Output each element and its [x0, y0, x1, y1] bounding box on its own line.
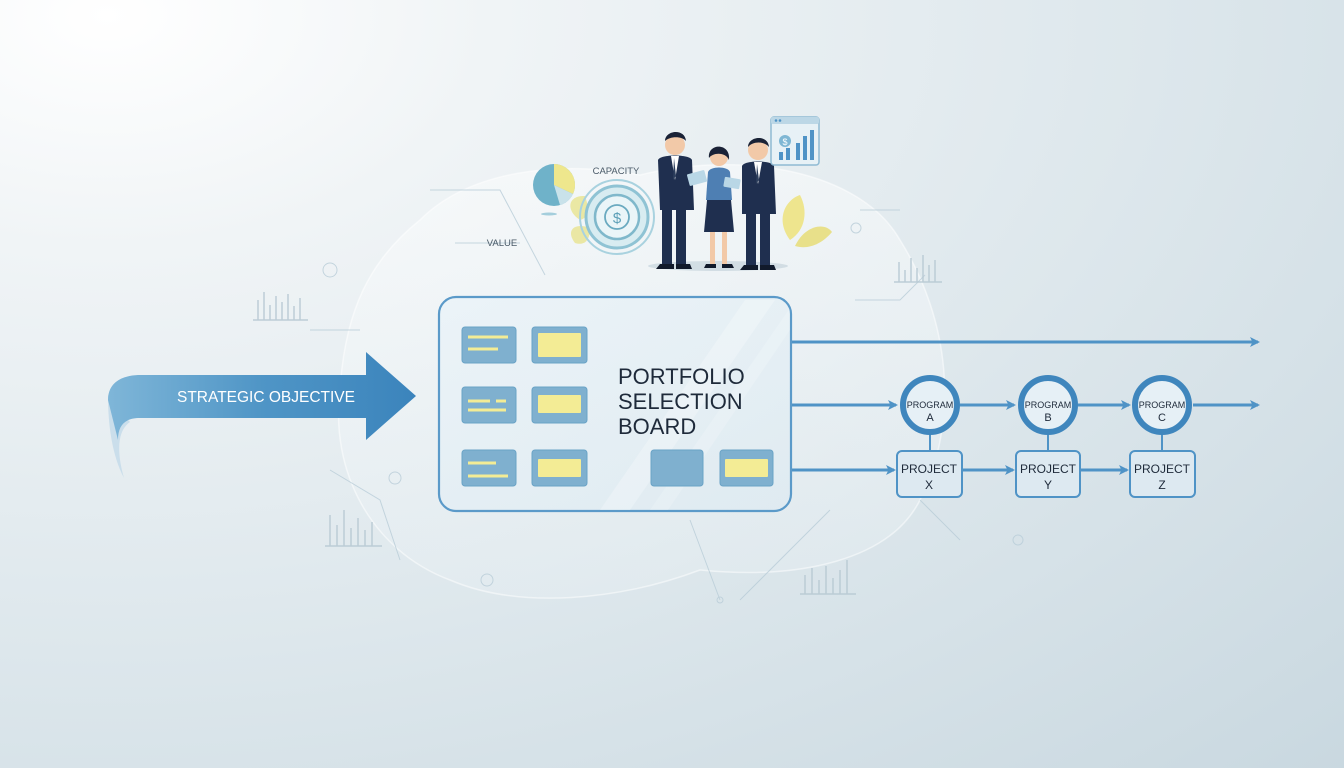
project-z-node: PROJECT Z	[1129, 450, 1196, 498]
background-network	[310, 189, 1024, 604]
program-c-letter: C	[1158, 412, 1166, 424]
pie-chart-icon	[533, 163, 576, 216]
strategic-objective-arrow: STRATEGIC OBJECTIVE	[108, 352, 416, 478]
project-x-letter: X	[925, 478, 933, 492]
board-title-line-2: SELECTION	[618, 389, 743, 414]
program-b-node: PROGRAM B	[1018, 375, 1078, 435]
project-z-letter: Z	[1158, 478, 1165, 492]
business-team-illustration	[648, 131, 788, 271]
board-card-6	[531, 449, 588, 487]
board-card-4	[531, 386, 588, 424]
project-y-letter: Y	[1044, 478, 1052, 492]
project-y-node: PROJECT Y	[1015, 450, 1081, 498]
businesswoman	[704, 146, 741, 268]
board-card-2	[531, 326, 588, 364]
portfolio-selection-board: PORTFOLIO SELECTION BOARD	[437, 295, 793, 513]
background-bar-chart-left	[253, 292, 308, 321]
dashboard-chart-icon: $	[770, 116, 820, 166]
background-bar-chart-bottom	[800, 560, 856, 595]
program-a-label: PROGRAM	[907, 400, 954, 410]
dollar-coin-icon: $	[570, 179, 655, 255]
businessman-left	[656, 131, 708, 269]
flow-arrows	[792, 337, 1260, 475]
board-card-7	[650, 449, 704, 487]
project-y-label: PROJECT	[1020, 462, 1077, 476]
svg-text:$: $	[782, 137, 787, 147]
businessman-right	[740, 137, 776, 270]
svg-text:$: $	[613, 210, 622, 227]
project-x-label: PROJECT	[901, 462, 958, 476]
background-bar-chart-bottom-left	[325, 510, 382, 547]
program-project-connectors	[929, 434, 1163, 451]
board-card-3	[461, 386, 517, 424]
board-title-line-1: PORTFOLIO	[618, 364, 745, 389]
program-a-letter: A	[926, 412, 934, 424]
strategic-objective-label: STRATEGIC OBJECTIVE	[177, 389, 355, 406]
value-label: VALUE	[487, 238, 517, 249]
board-card-8	[719, 449, 774, 487]
background-bar-chart-right	[894, 255, 942, 283]
board-card-1	[461, 326, 517, 364]
program-b-label: PROGRAM	[1025, 400, 1072, 410]
leaf-decoration-icon	[782, 195, 832, 248]
program-c-label: PROGRAM	[1139, 400, 1186, 410]
capacity-label: CAPACITY	[593, 166, 640, 177]
board-title-line-3: BOARD	[618, 414, 696, 439]
project-x-node: PROJECT X	[896, 450, 963, 498]
program-c-node: PROGRAM C	[1132, 375, 1192, 435]
project-z-label: PROJECT	[1134, 462, 1191, 476]
program-b-letter: B	[1044, 412, 1051, 424]
program-a-node: PROGRAM A	[900, 375, 960, 435]
board-card-5	[461, 449, 517, 487]
